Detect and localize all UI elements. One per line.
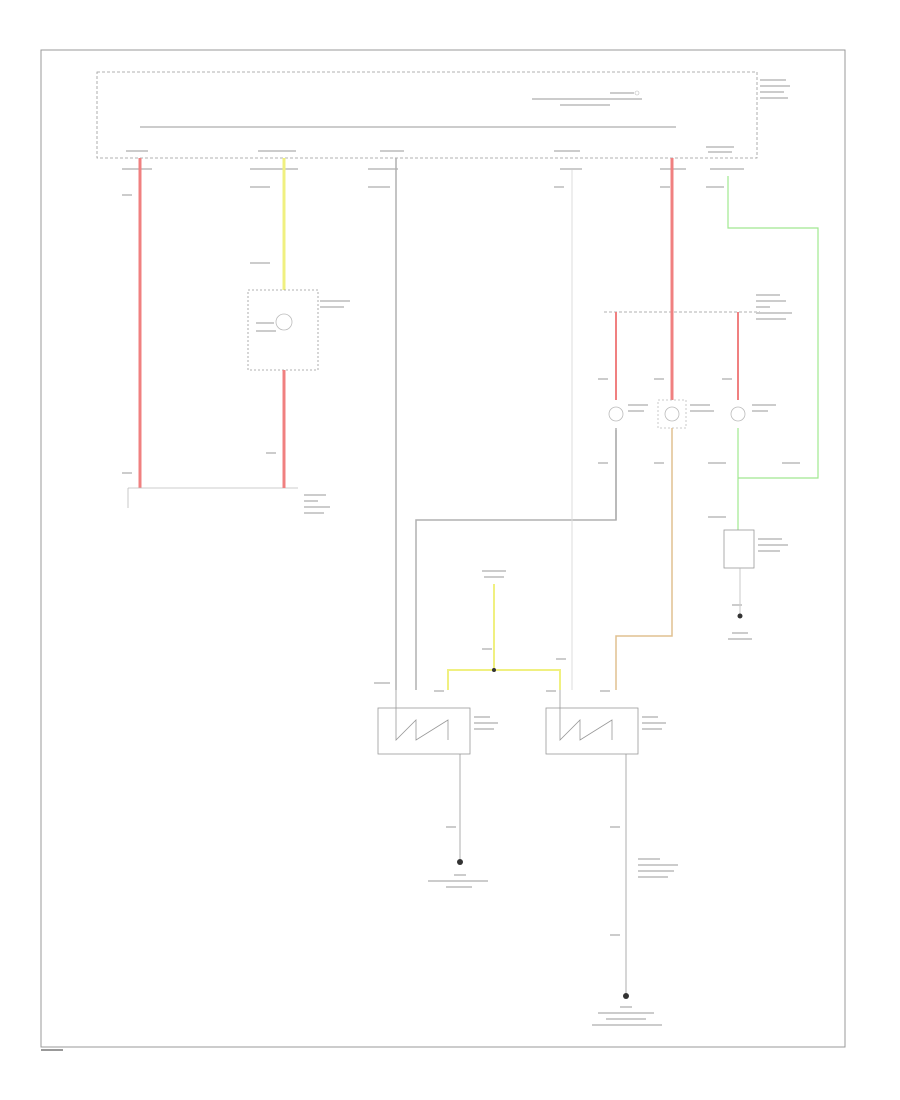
power-source-label: [482, 570, 506, 578]
wire-gray-link: [415, 430, 617, 690]
relay-right-contacts: [559, 690, 613, 741]
stoplamp-left: [608, 404, 648, 422]
yellow-junction: [492, 668, 496, 672]
control-module-inner-text: [532, 90, 642, 106]
splice-label: [756, 294, 792, 320]
ground-left-label: [428, 874, 488, 888]
ground-right-lower-label: [592, 1006, 662, 1026]
relay-right-label: [642, 716, 666, 730]
switch-component-right-label: [758, 538, 788, 552]
switch-component-icon: [275, 313, 293, 331]
switch-component-label: [256, 300, 350, 332]
relay-left: [377, 707, 471, 755]
wire-yellow-branch: [447, 669, 561, 690]
footer-code-mark: [41, 1049, 63, 1051]
control-module-box: [96, 71, 758, 159]
wire-tan: [615, 428, 673, 690]
stoplamp-right: [730, 404, 776, 422]
connector-label-left: [304, 494, 330, 514]
switch-component-right: [723, 529, 755, 569]
wire-code-labels: [122, 186, 800, 936]
wire-green-outer: [727, 176, 819, 479]
ground-right-icon: [737, 613, 743, 619]
relay-right: [545, 707, 639, 755]
connector-right-lower: [638, 858, 678, 878]
relay-left-label: [474, 716, 498, 730]
relay-left-contacts: [395, 690, 449, 741]
ground-right-label: [728, 632, 752, 640]
stoplamp-center: [657, 399, 714, 429]
ground-left-icon: [457, 859, 463, 865]
control-module-label: [760, 79, 790, 99]
diagram-border: [40, 49, 846, 1048]
ground-right-lower-icon: [623, 993, 629, 999]
